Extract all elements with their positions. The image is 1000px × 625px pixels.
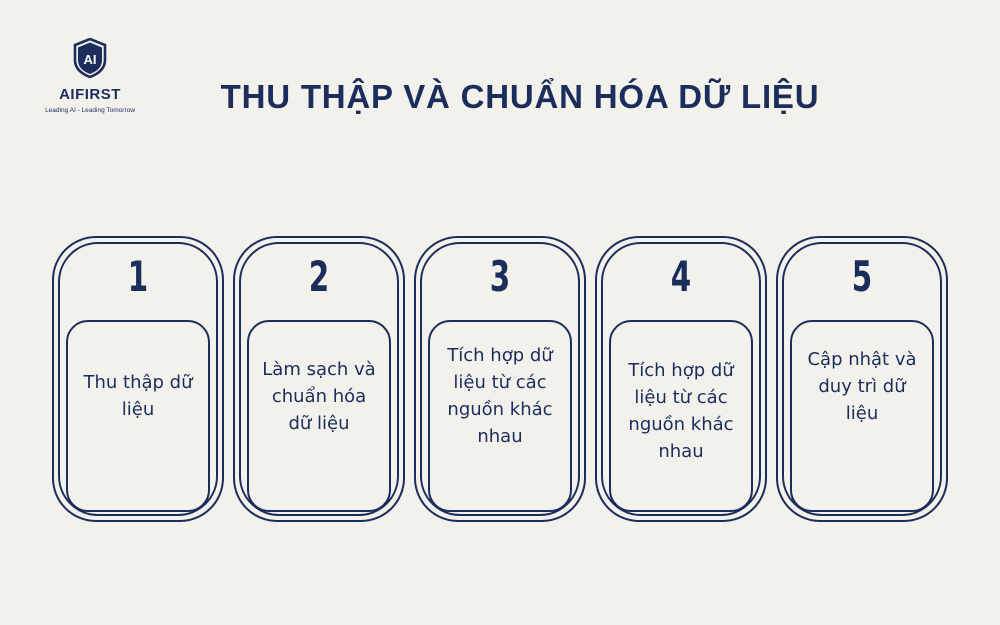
- step-frame: [239, 242, 399, 516]
- logo-tagline: Leading AI - Leading Tomorrow: [45, 107, 135, 114]
- step-frame: [782, 242, 942, 516]
- steps-row: 1 Thu thập dữ liệu 2 Làm sạch và chuẩn h…: [52, 236, 948, 522]
- step-frame: [420, 242, 580, 516]
- page-title: THU THẬP VÀ CHUẨN HÓA DỮ LIỆU: [220, 78, 820, 115]
- step-text: Thu thập dữ liệu: [83, 372, 193, 420]
- step-text-box: Cập nhật và duy trì dữ liệu: [790, 320, 934, 512]
- step-frame: [601, 242, 761, 516]
- step-number: 1: [127, 252, 149, 301]
- step-card-3: 3 Tích hợp dữ liệu từ các nguồn khác nha…: [414, 236, 586, 522]
- step-card-5: 5 Cập nhật và duy trì dữ liệu: [776, 236, 948, 522]
- step-number: 4: [670, 252, 692, 301]
- step-card-4: 4 Tích hợp dữ liệu từ các nguồn khác nha…: [595, 236, 767, 522]
- step-text: Tích hợp dữ liệu từ các nguồn khác nhau: [628, 360, 734, 462]
- step-text-box: Tích hợp dữ liệu từ các nguồn khác nhau: [609, 320, 753, 512]
- step-number: 3: [489, 252, 511, 301]
- step-text: Tích hợp dữ liệu từ các nguồn khác nhau: [447, 345, 553, 447]
- step-text: Làm sạch và chuẩn hóa dữ liệu: [262, 358, 376, 434]
- step-text: Cập nhật và duy trì dữ liệu: [807, 348, 917, 424]
- step-number: 2: [308, 252, 330, 301]
- step-number: 5: [851, 252, 873, 301]
- step-text-box: Thu thập dữ liệu: [66, 320, 210, 512]
- logo-shield-text: AI: [84, 52, 97, 67]
- step-text-box: Tích hợp dữ liệu từ các nguồn khác nhau: [428, 320, 572, 512]
- step-card-1: 1 Thu thập dữ liệu: [52, 236, 224, 522]
- logo-name: AIFIRST: [59, 86, 121, 103]
- shield-logo-icon: AI: [73, 38, 107, 78]
- step-card-2: 2 Làm sạch và chuẩn hóa dữ liệu: [233, 236, 405, 522]
- step-text-box: Làm sạch và chuẩn hóa dữ liệu: [247, 320, 391, 512]
- aifirst-logo: AI AIFIRST Leading AI - Leading Tomorrow: [30, 38, 150, 118]
- step-frame: [58, 242, 218, 516]
